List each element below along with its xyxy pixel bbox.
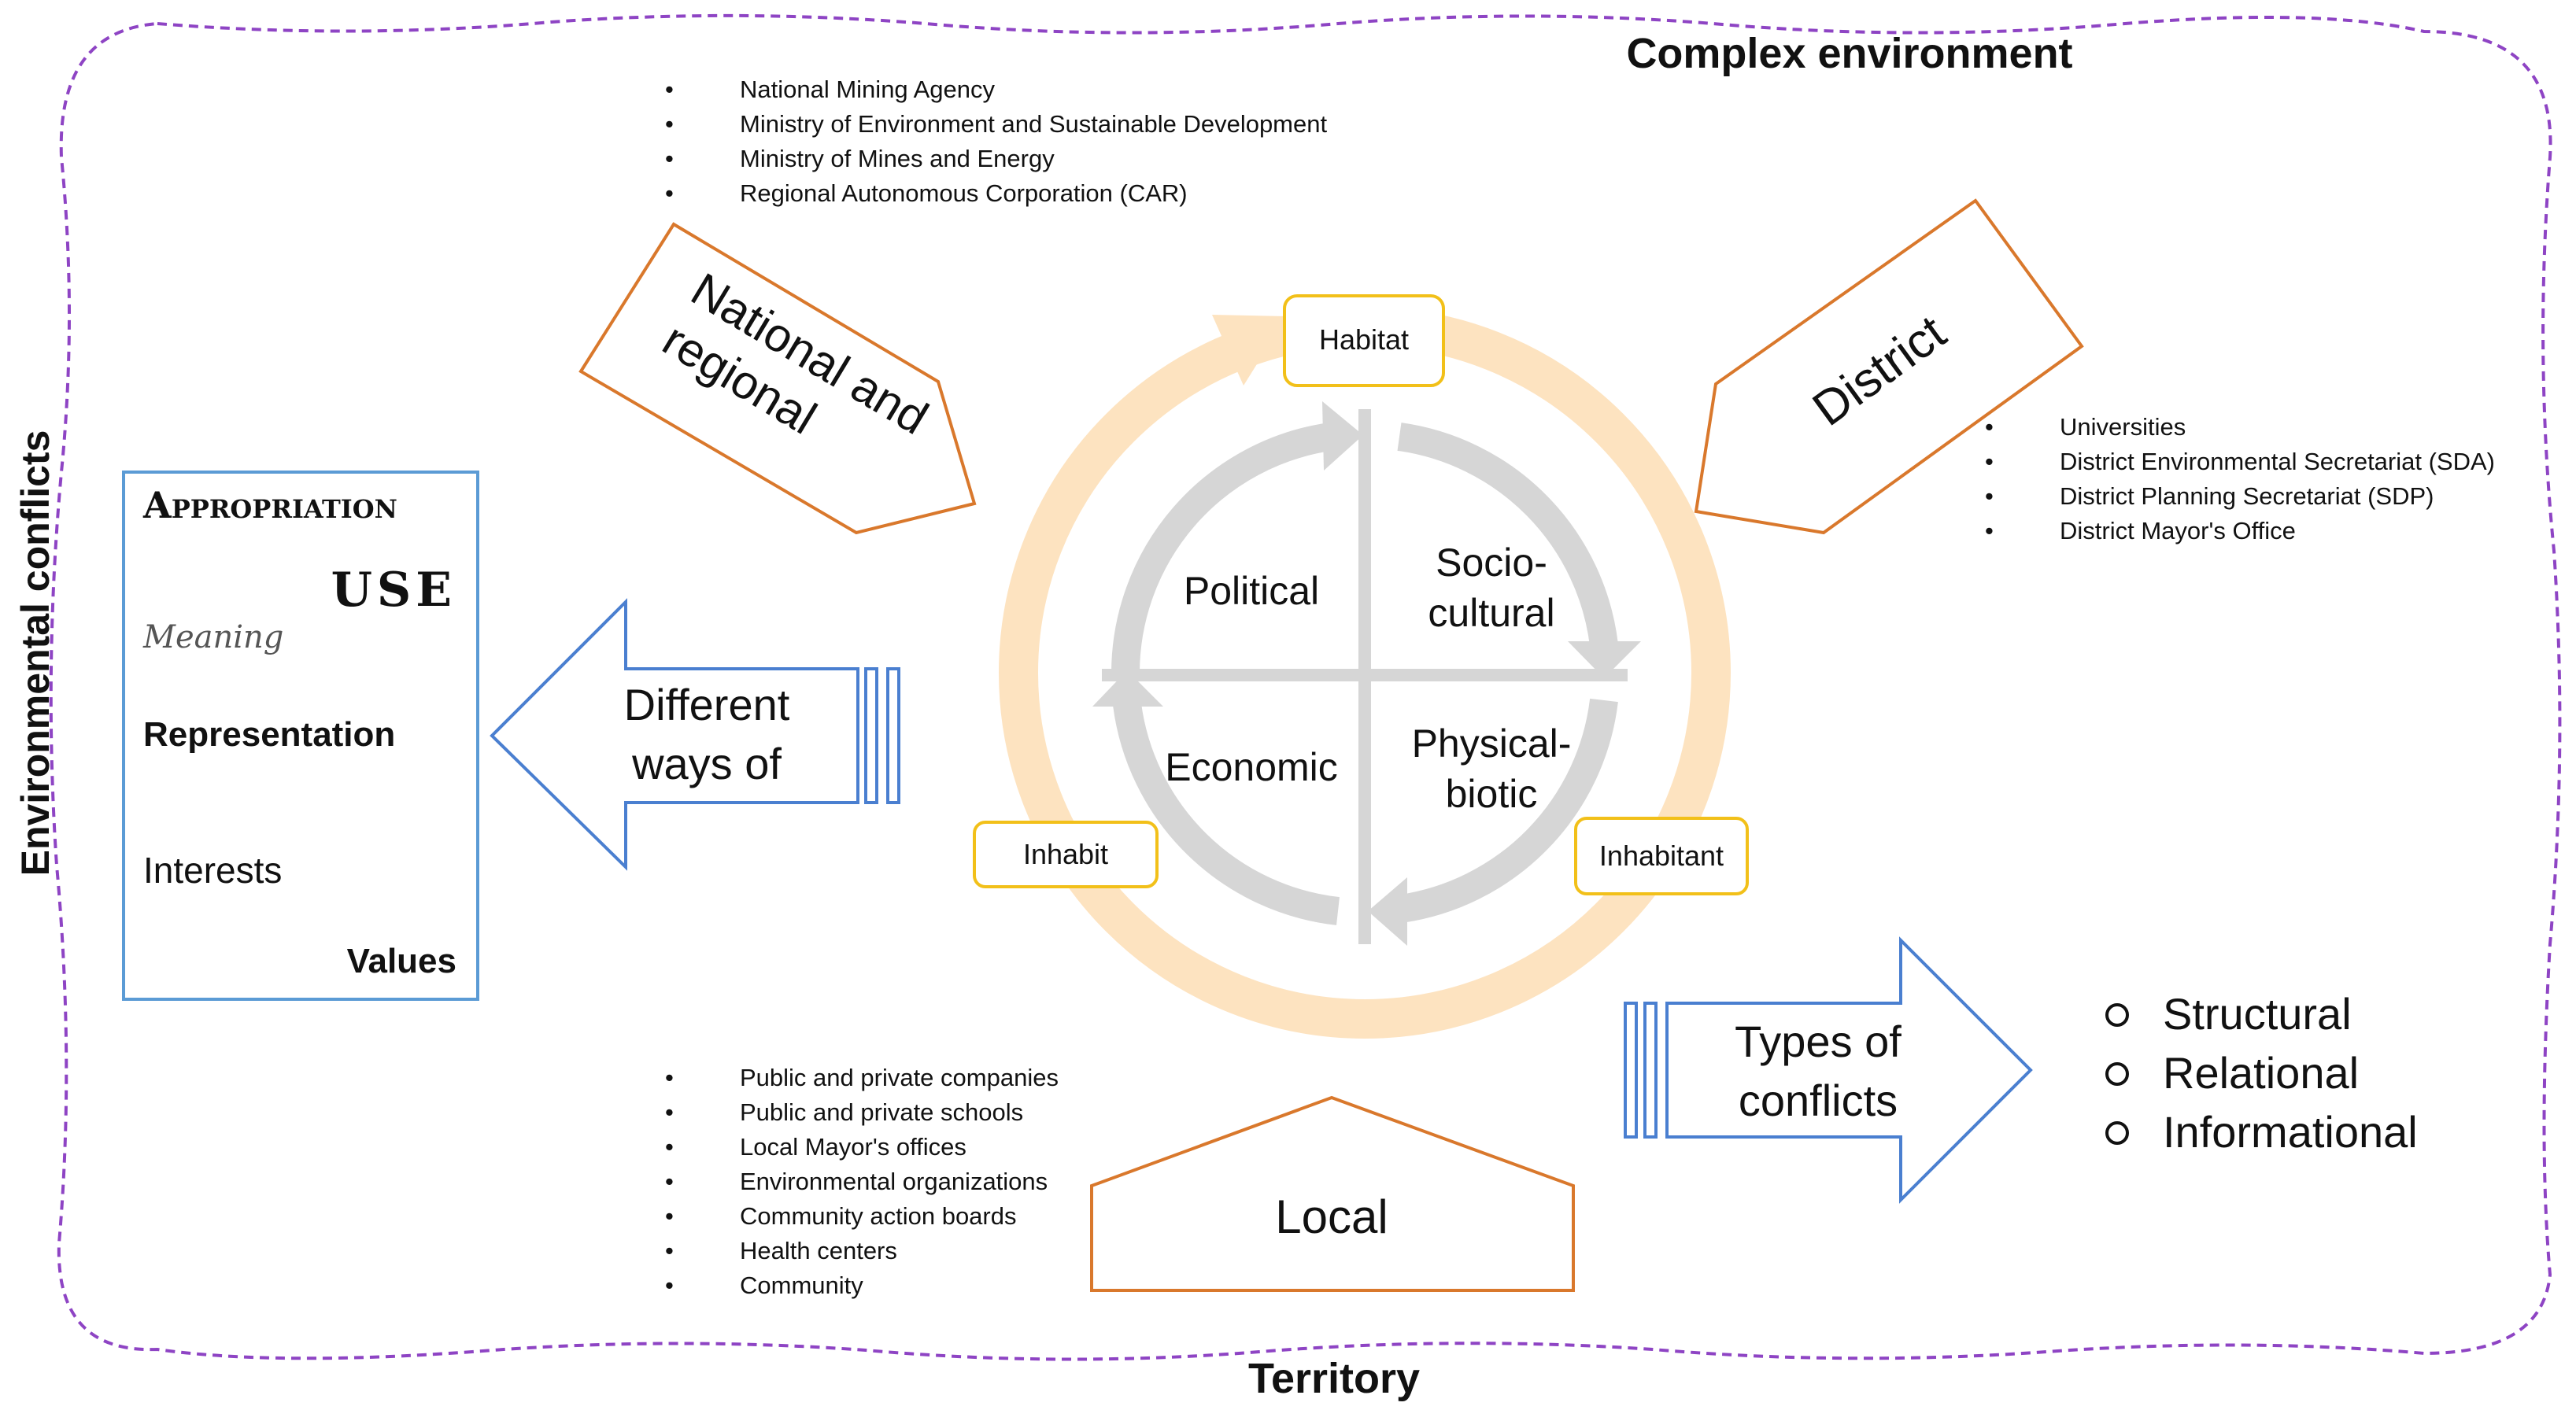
local-arrow — [1090, 1095, 1575, 1292]
ways-item-meaning: Meaning — [142, 619, 283, 655]
district-arrow — [1694, 198, 2084, 535]
svg-text:•: • — [665, 1133, 674, 1161]
svg-text:Universities: Universities — [2060, 413, 2186, 441]
quadrant-physical-biotic-line-2: biotic — [1446, 772, 1538, 816]
node-inhabit: Inhabit — [973, 821, 1159, 888]
ways-item-representation: Representation — [143, 715, 395, 754]
ways-item-interests: Interests — [143, 850, 282, 891]
svg-text:Habitat: Habitat — [1319, 323, 1409, 356]
svg-text:•: • — [1985, 448, 1994, 475]
district-list: • Universities • District Environmental Se… — [1985, 413, 2495, 544]
conflict-structural: Structural — [2163, 989, 2352, 1039]
types-of-conflicts-arrow — [1624, 936, 2033, 1204]
different-ways-label-line-2: ways of — [631, 739, 782, 788]
svg-text:•: • — [665, 76, 674, 103]
svg-text:•: • — [665, 1272, 674, 1299]
quadrant-political: Political — [1184, 569, 1319, 613]
svg-text:Regional Autonomous Corporatio: Regional Autonomous Corporation (CAR) — [740, 179, 1188, 207]
ways-item-values: Values — [347, 942, 456, 980]
svg-text:•: • — [665, 1237, 674, 1264]
complex-environment-border — [49, 13, 2562, 1361]
different-ways-label-line-1: Different — [624, 680, 790, 729]
quadrant-sociocultural-line-2: cultural — [1428, 591, 1554, 635]
svg-text:Inhabitant: Inhabitant — [1599, 840, 1724, 872]
svg-text:Community: Community — [740, 1272, 863, 1299]
different-ways-arrow — [490, 598, 900, 871]
complex-environment-title: Complex environment — [1626, 30, 2072, 77]
node-inhabitant: Inhabitant — [1574, 817, 1749, 895]
conflict-relational: Relational — [2163, 1048, 2359, 1098]
national-regional-arrow — [578, 222, 977, 535]
svg-text:•: • — [665, 179, 674, 207]
svg-text:•: • — [665, 1098, 674, 1126]
svg-text:Local Mayor's offices: Local Mayor's offices — [740, 1133, 966, 1161]
quadrant-divider — [1102, 409, 1628, 944]
outer-ring-arrowhead — [1212, 315, 1287, 386]
svg-text:•: • — [1985, 482, 1994, 510]
svg-text:Public and private companies: Public and private companies — [740, 1064, 1059, 1091]
svg-text:District Environmental Secreta: District Environmental Secretariat (SDA) — [2060, 448, 2495, 475]
svg-text:•: • — [665, 1202, 674, 1230]
svg-text:•: • — [665, 1168, 674, 1195]
conflicts-list: Structural Relational Informational — [2105, 989, 2418, 1157]
svg-text:•: • — [1985, 413, 1994, 441]
types-of-conflicts-label-line-2: conflicts — [1739, 1076, 1898, 1125]
svg-text:Community action boards: Community action boards — [740, 1202, 1017, 1230]
ways-box — [122, 471, 479, 1001]
svg-text:Ministry of Mines and Energy: Ministry of Mines and Energy — [740, 145, 1055, 172]
svg-text:Inhabit: Inhabit — [1023, 838, 1108, 870]
types-of-conflicts-label-line-1: Types of — [1735, 1017, 1902, 1066]
inner-cycle — [1111, 423, 1618, 925]
svg-text:•: • — [665, 1064, 674, 1091]
svg-text:National Mining Agency: National Mining Agency — [740, 76, 995, 103]
svg-text:•: • — [665, 145, 674, 172]
conflict-informational: Informational — [2163, 1107, 2418, 1157]
territory-label: Territory — [1248, 1355, 1420, 1402]
svg-text:Public and private schools: Public and private schools — [740, 1098, 1023, 1126]
node-habitat: Habitat — [1283, 294, 1445, 387]
ways-item-use: USE — [331, 563, 456, 618]
quadrant-sociocultural-line-1: Socio- — [1436, 541, 1547, 585]
inner-cycle-arrowheads — [1092, 401, 1641, 946]
local-list: • Public and private companies • Public an… — [665, 1064, 1059, 1299]
ways-item-appropriation: Appropriation — [142, 484, 397, 526]
svg-text:District Mayor's Office: District Mayor's Office — [2060, 517, 2296, 544]
svg-text:•: • — [665, 110, 674, 138]
national-list: • National Mining Agency • Ministry of Env… — [665, 76, 1327, 207]
svg-text:District Planning Secretariat: District Planning Secretariat (SDP) — [2060, 482, 2434, 510]
svg-text:Environmental organizations: Environmental organizations — [740, 1168, 1048, 1195]
svg-text:Health centers: Health centers — [740, 1237, 897, 1264]
quadrant-physical-biotic-line-1: Physical- — [1412, 722, 1572, 766]
svg-text:Ministry of Environment and Su: Ministry of Environment and Sustainable … — [740, 110, 1327, 138]
local-label: Local — [1275, 1190, 1388, 1243]
quadrant-economic: Economic — [1165, 745, 1338, 789]
environmental-conflicts-label: Environmental conflicts — [13, 430, 57, 877]
svg-text:•: • — [1985, 517, 1994, 544]
